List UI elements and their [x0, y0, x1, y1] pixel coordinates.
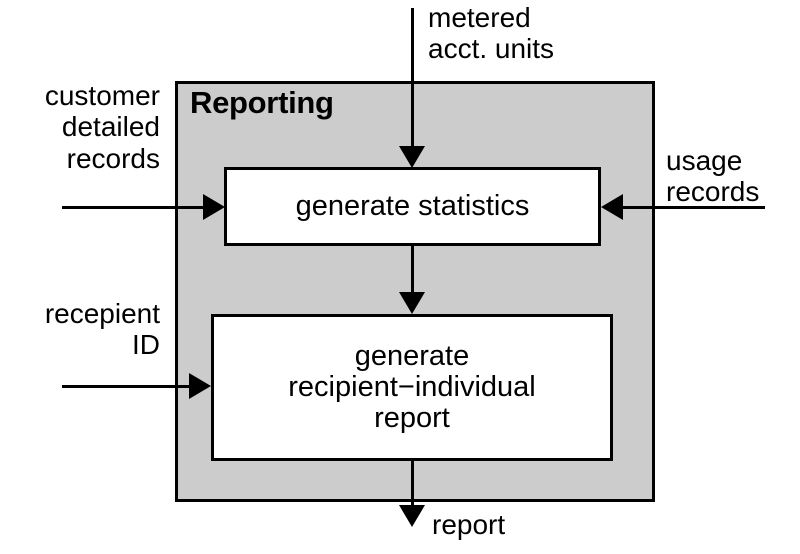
- arrowhead-down-icon: [399, 292, 425, 314]
- flow-label-usage-records: usage records: [666, 145, 760, 208]
- process-label: generate recipient−individual report: [288, 339, 536, 435]
- flow-label-metered-acct-units: metered acct. units: [428, 2, 555, 65]
- flow-line-stats-to-report: [411, 246, 414, 300]
- arrowhead-down-icon: [399, 146, 425, 168]
- flow-line-report-output: [411, 461, 414, 511]
- flow-line-customer-detailed-records: [62, 206, 205, 209]
- arrowhead-left-icon: [601, 194, 623, 220]
- process-generate-statistics[interactable]: generate statistics: [224, 167, 601, 246]
- process-generate-recipient-individual-report[interactable]: generate recipient−individual report: [211, 314, 613, 461]
- arrowhead-right-icon: [203, 194, 225, 220]
- arrowhead-down-icon: [399, 505, 425, 527]
- flow-label-customer-detailed-records: customer detailed records: [44, 80, 160, 174]
- flow-line-recepient-id: [62, 385, 190, 388]
- system-title: Reporting: [190, 85, 334, 120]
- process-label: generate statistics: [295, 189, 530, 222]
- flow-line-usage-records: [622, 206, 765, 209]
- arrowhead-right-icon: [189, 373, 211, 399]
- flow-label-recepient-id: recepient ID: [44, 298, 160, 361]
- flow-label-report: report: [432, 509, 506, 540]
- flow-line-metered-acct-units: [411, 8, 414, 154]
